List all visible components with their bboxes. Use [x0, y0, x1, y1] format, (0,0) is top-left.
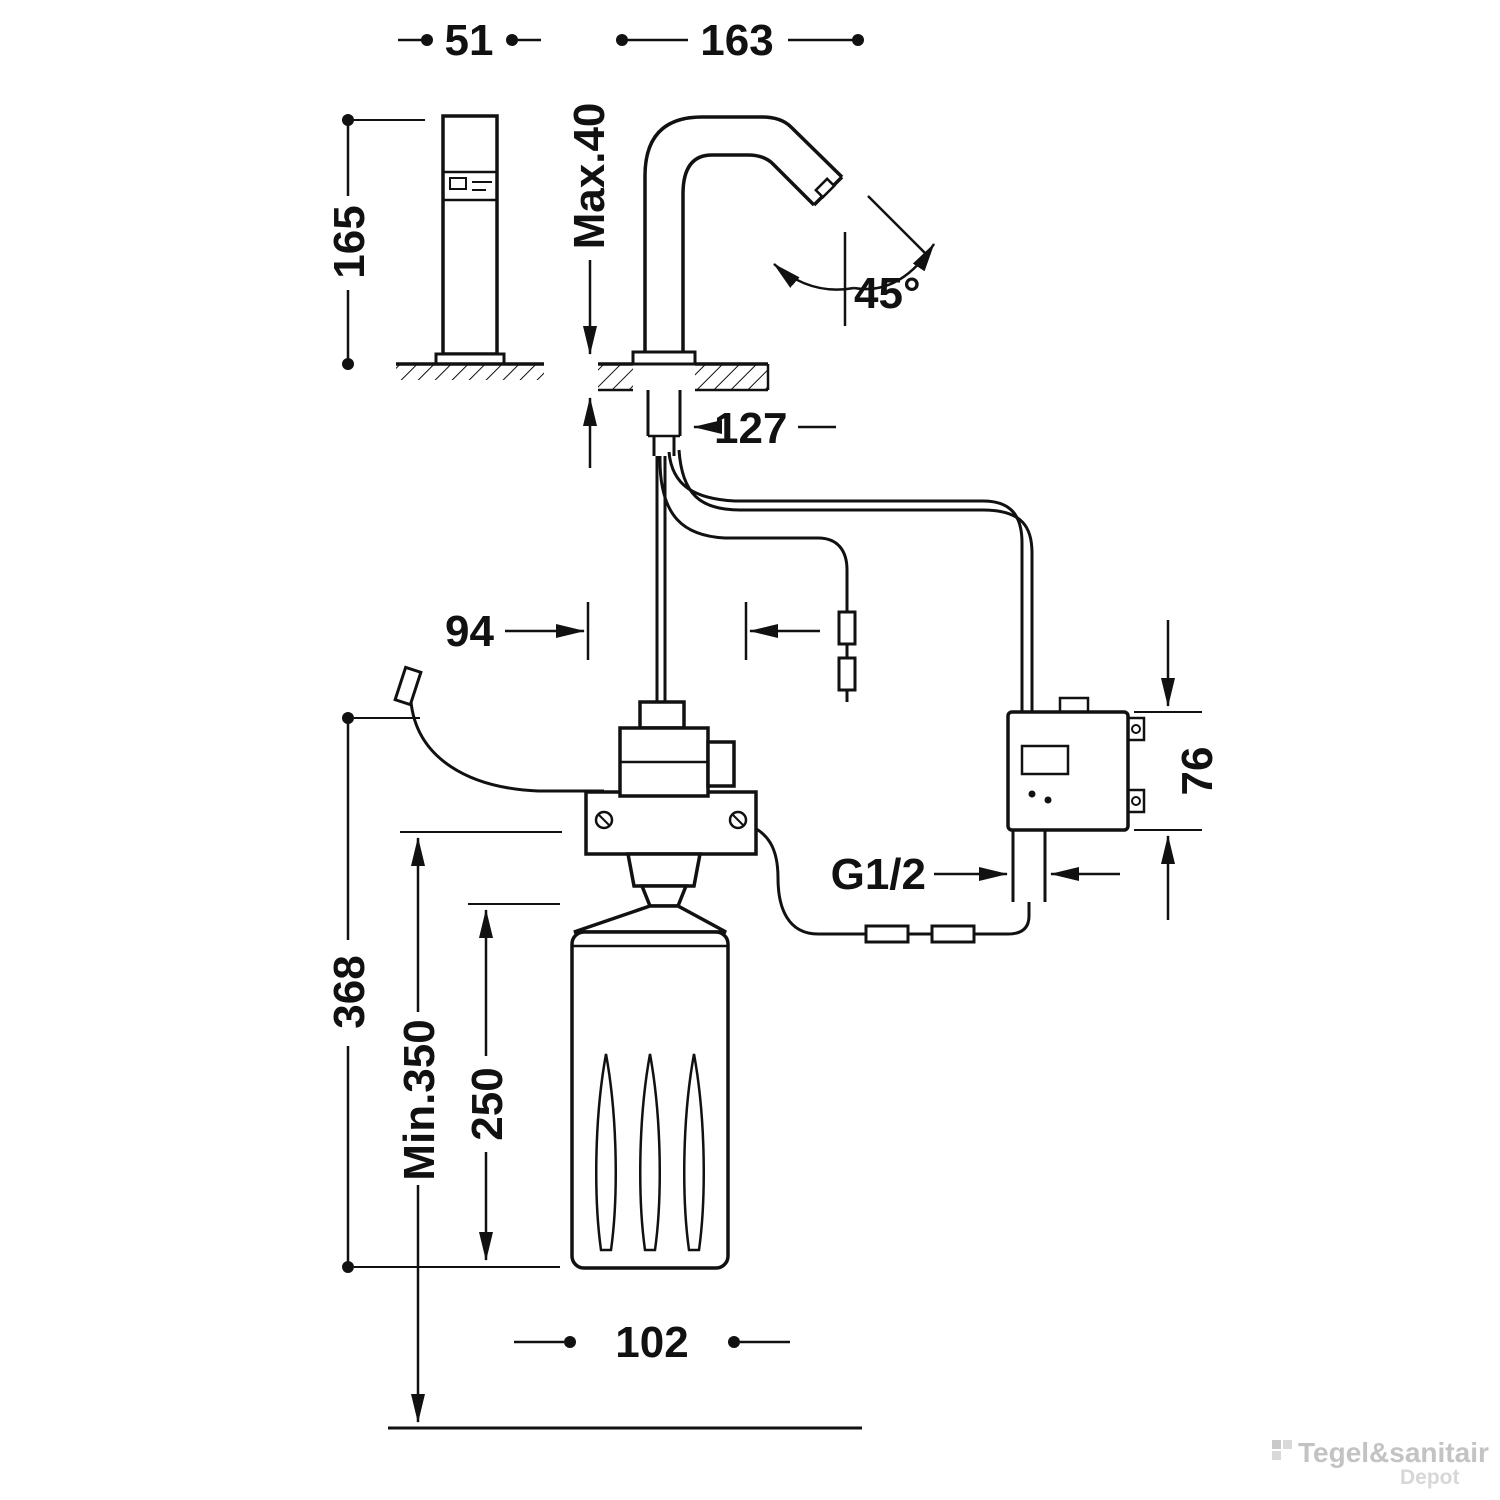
watermark-logo-icon	[1272, 1440, 1281, 1449]
supply-hoses	[393, 449, 1034, 944]
dim-max-deck: Max.40	[565, 103, 614, 468]
bottle-grip-icon	[595, 1053, 617, 1252]
front-view-faucet	[631, 115, 844, 366]
dim-bottle-height: 250	[463, 903, 560, 1261]
dim-94-label: 94	[445, 607, 494, 656]
dim-below-deck: 127	[693, 404, 836, 453]
watermark-brand: Tegel&sanitair	[1298, 1437, 1489, 1468]
control-box	[1006, 696, 1146, 902]
dim-368-label: 368	[325, 955, 374, 1028]
soap-bottle	[570, 904, 730, 1270]
dim-thread: G1/2	[831, 850, 1120, 899]
valve-nut	[625, 852, 703, 888]
hose-with-connector	[658, 455, 849, 612]
hose-to-control-box	[667, 451, 1024, 712]
inline-connector-icon	[930, 924, 976, 944]
dim-76-label: 76	[1173, 747, 1222, 796]
dim-max40-label: Max.40	[565, 103, 614, 250]
box-top-tab	[1058, 696, 1090, 714]
inline-connector-icon	[837, 656, 857, 692]
dim-side-width: 51	[398, 16, 541, 65]
sensor-window-icon	[449, 177, 467, 190]
dim-45deg-label: 45°	[854, 269, 921, 318]
bottle-grip-icon	[639, 1053, 661, 1252]
inline-connector-icon	[864, 924, 910, 944]
dim-51-label: 51	[445, 16, 494, 65]
dim-165-label: 165	[325, 205, 374, 278]
dim-hose-offset: 94	[445, 602, 820, 660]
dim-127-label: 127	[714, 404, 787, 453]
spout-sensor-icon	[814, 177, 836, 199]
dim-box-height: 76	[1134, 620, 1222, 920]
dim-bottle-width: 102	[514, 1318, 790, 1367]
thread-g12-label: G1/2	[831, 850, 926, 899]
bottle-grip-icon	[683, 1053, 705, 1252]
faucet-shank	[646, 390, 682, 456]
dim-min-clearance: Min.350	[395, 831, 562, 1423]
deck-cross-section	[598, 362, 770, 392]
watermark: Tegel&sanitair Depot	[1272, 1437, 1489, 1489]
deck-hatch-side	[396, 364, 544, 380]
bottle-shoulder	[573, 904, 727, 934]
hose-box-to-valve	[974, 902, 1031, 936]
left-hose-connector-icon	[393, 665, 423, 707]
left-supply-hose	[409, 701, 604, 793]
side-view	[396, 114, 544, 380]
dim-163-label: 163	[700, 16, 773, 65]
bottle-neck	[639, 884, 689, 908]
dim-spout-reach: 163	[616, 16, 864, 65]
dim-250-label: 250	[463, 1067, 512, 1140]
dim-102-label: 102	[615, 1318, 688, 1367]
watermark-depot: Depot	[1400, 1466, 1460, 1489]
box-slot-icon	[1020, 744, 1070, 776]
valve-assembly	[584, 700, 758, 908]
dim-min350-label: Min.350	[395, 1019, 444, 1180]
dim-side-height: 165	[325, 114, 425, 370]
bottle-body	[570, 930, 730, 1270]
swivel-angle: 45°	[773, 195, 936, 326]
valve-top-fitting	[638, 700, 686, 730]
mounting-bracket	[584, 790, 758, 856]
inline-connector-icon	[837, 610, 857, 646]
valve-side-port	[706, 740, 736, 788]
dim-assembly-height: 368	[325, 712, 560, 1273]
